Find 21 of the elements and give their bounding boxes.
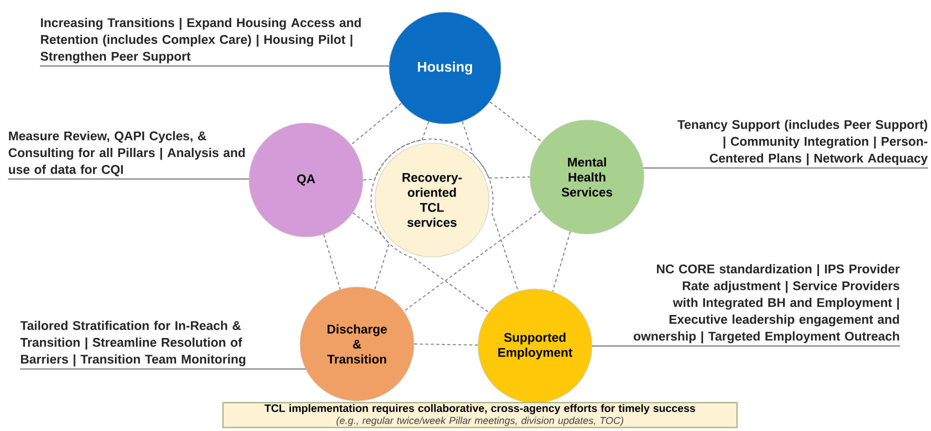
dashed-connector	[552, 231, 571, 292]
leader-line	[643, 167, 928, 169]
leader-line	[592, 345, 900, 347]
description-text: Increasing Transitions | Expand Housing Access and Retention (includes Complex Care) | Housing Pilot | Strengthen Peer Support	[40, 18, 361, 64]
note-box: TCL implementation requires collaborative, cross-agency efforts for timely success (e.g., regular twice/week Pillar meetings, division updates, TOC)	[222, 402, 738, 428]
leader-line	[8, 178, 250, 180]
leader-line	[40, 65, 390, 67]
dashed-connector	[462, 121, 519, 292]
leader-line	[20, 368, 306, 370]
dashed-connector	[489, 101, 542, 142]
dashed-connector	[370, 121, 430, 290]
dashed-connector	[323, 234, 341, 290]
description-text: Measure Review, QAPI Cycles, & Consulting for all Pillars | Analysis and use of data for CQI	[8, 131, 245, 176]
description-text: Tenancy Support (includes Peer Support) | Community Integration | Person-Centered Plans | Network Adequacy	[678, 120, 928, 166]
dashed-connector	[352, 212, 490, 313]
description-text: Tailored Stratification for In-Reach & Transition | Streamline Resolution of Barriers | Transition Team Monitoring	[20, 320, 246, 366]
description-text: NC CORE standardization | IPS Provider Rate adjustment | Service Providers with Integrated BH and Employment | Executive leadership engagement and ownership | Targeted Employment Outreach	[634, 264, 900, 344]
dashed-connector	[362, 138, 530, 180]
dashed-connector	[350, 102, 402, 146]
dashed-connector	[403, 210, 542, 312]
dashed-connector	[414, 344, 478, 346]
